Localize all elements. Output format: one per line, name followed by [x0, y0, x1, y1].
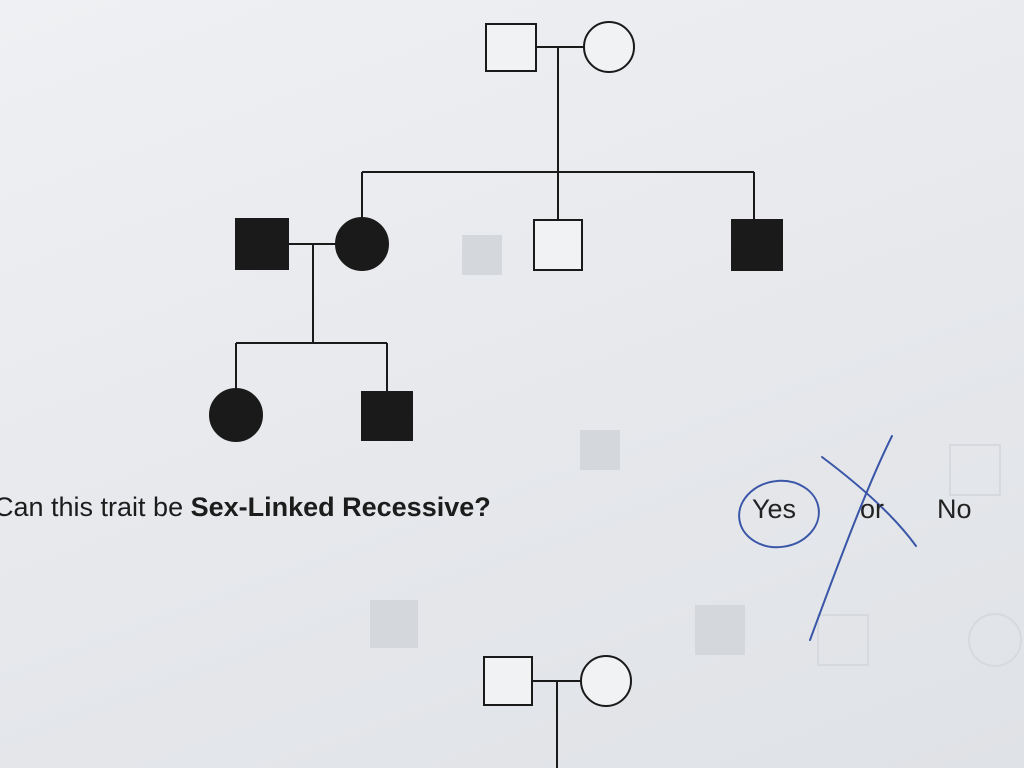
cross-out-stroke-2	[821, 456, 917, 547]
next-mother-unaffected	[580, 655, 632, 707]
generation-3	[209, 388, 413, 442]
bleed-through-marks	[370, 235, 1022, 667]
cross-out-stroke-1	[809, 435, 893, 641]
gen3-daughter-affected	[209, 388, 263, 442]
yes-circle-mark	[738, 479, 820, 549]
question-prefix: Can this trait be	[0, 492, 191, 522]
question-text: Can this trait be Sex-Linked Recessive?	[0, 492, 491, 523]
gen2-son-unaffected	[533, 219, 583, 271]
gen2-spouse-male-affected	[235, 218, 289, 270]
next-pedigree	[483, 655, 632, 768]
handwritten-marks	[738, 435, 917, 641]
answer-yes[interactable]: Yes	[752, 494, 797, 524]
generation-1	[485, 21, 635, 172]
gen2-daughter-affected	[335, 217, 389, 271]
answer-or-connector: or	[860, 494, 885, 524]
gen3-son-affected	[361, 391, 413, 441]
generation-2	[235, 217, 783, 343]
answer-no[interactable]: No	[937, 494, 972, 524]
gen1-father-unaffected	[485, 23, 537, 72]
question-emphasis: Sex-Linked Recessive?	[190, 492, 491, 522]
generation-2-sibship	[361, 171, 755, 220]
next-father-unaffected	[483, 656, 533, 706]
generation-3-sibship	[235, 342, 388, 392]
gen1-mother-unaffected	[583, 21, 635, 73]
gen2-son-affected	[731, 219, 783, 271]
